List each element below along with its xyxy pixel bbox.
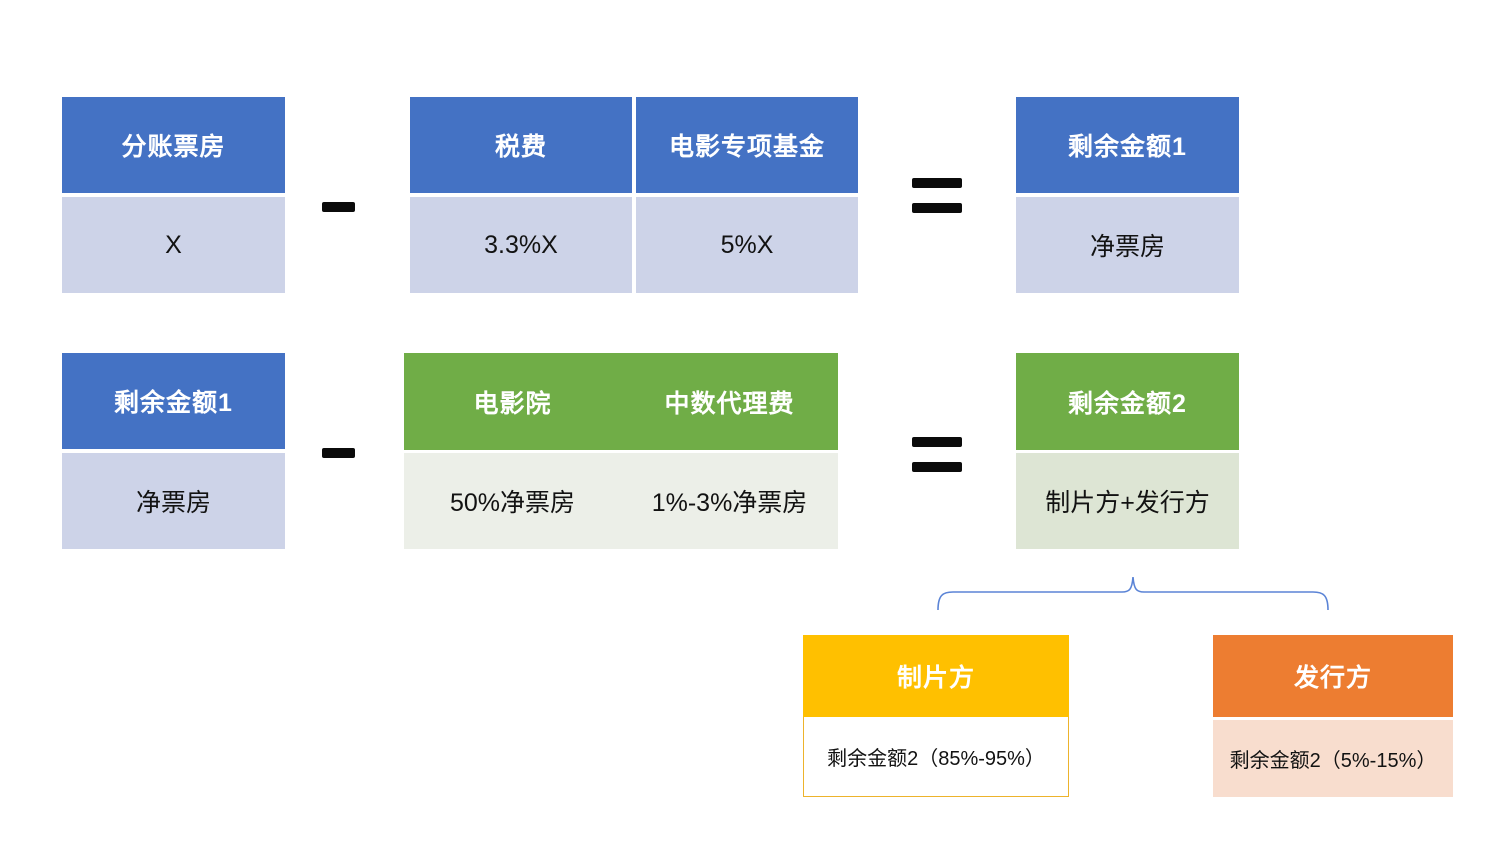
box-remainder2: 剩余金额2 制片方+发行方: [1016, 353, 1239, 549]
box-cinema-value: 50%净票房: [449, 489, 576, 517]
box-agency-header: 中数代理费: [664, 389, 795, 418]
box-tax: 税费 3.3%X: [410, 97, 632, 293]
equals-operator-row1: [912, 178, 962, 213]
equals-operator-row2: [912, 437, 962, 472]
box-deductions-row1: 税费 3.3%X 电影专项基金 5%X: [410, 97, 858, 293]
box-film-fund-header: 电影专项基金: [636, 97, 858, 193]
box-producer: 制片方 剩余金额2（85%-95%）: [803, 635, 1069, 797]
box-remainder1-row2-value: 净票房: [62, 453, 285, 549]
box-gross-boxoffice-value: X: [62, 197, 285, 293]
equals-bar-top: [912, 178, 962, 188]
box-producer-value: 剩余金额2（85%-95%）: [803, 717, 1069, 797]
equals-bar-bottom: [912, 203, 962, 213]
box-film-fund-value: 5%X: [636, 197, 858, 293]
box-agency-value: 1%-3%净票房: [651, 489, 808, 517]
box-cinema-header: 电影院: [473, 389, 552, 418]
box-cinema-agency-header: 电影院 中数代理费: [404, 353, 838, 450]
box-remainder2-value: 制片方+发行方: [1016, 453, 1239, 549]
box-gross-boxoffice: 分账票房 X: [62, 97, 285, 293]
box-film-fund: 电影专项基金 5%X: [636, 97, 858, 293]
equals-bar-top: [912, 437, 962, 447]
minus-operator-row2: [322, 448, 355, 458]
box-remainder1: 剩余金额1 净票房: [1016, 97, 1239, 293]
minus-operator-row1: [322, 202, 355, 212]
box-gross-boxoffice-header: 分账票房: [62, 97, 285, 193]
box-tax-value: 3.3%X: [410, 197, 632, 293]
equals-bar-bottom: [912, 462, 962, 472]
box-producer-header: 制片方: [803, 635, 1069, 717]
box-remainder1-row2-header: 剩余金额1: [62, 353, 285, 449]
box-cinema-agency-values: 50%净票房 1%-3%净票房: [404, 453, 838, 549]
box-remainder1-value: 净票房: [1016, 197, 1239, 293]
split-brace: [937, 576, 1329, 611]
box-distributor: 发行方 剩余金额2（5%-15%）: [1213, 635, 1453, 797]
box-distributor-value: 剩余金额2（5%-15%）: [1213, 720, 1453, 797]
box-remainder1-header: 剩余金额1: [1016, 97, 1239, 193]
box-remainder2-header: 剩余金额2: [1016, 353, 1239, 450]
box-distributor-header: 发行方: [1213, 635, 1453, 717]
box-remainder1-row2: 剩余金额1 净票房: [62, 353, 285, 549]
box-deductions-row2: 电影院 中数代理费 50%净票房 1%-3%净票房: [404, 353, 838, 549]
box-tax-header: 税费: [410, 97, 632, 193]
